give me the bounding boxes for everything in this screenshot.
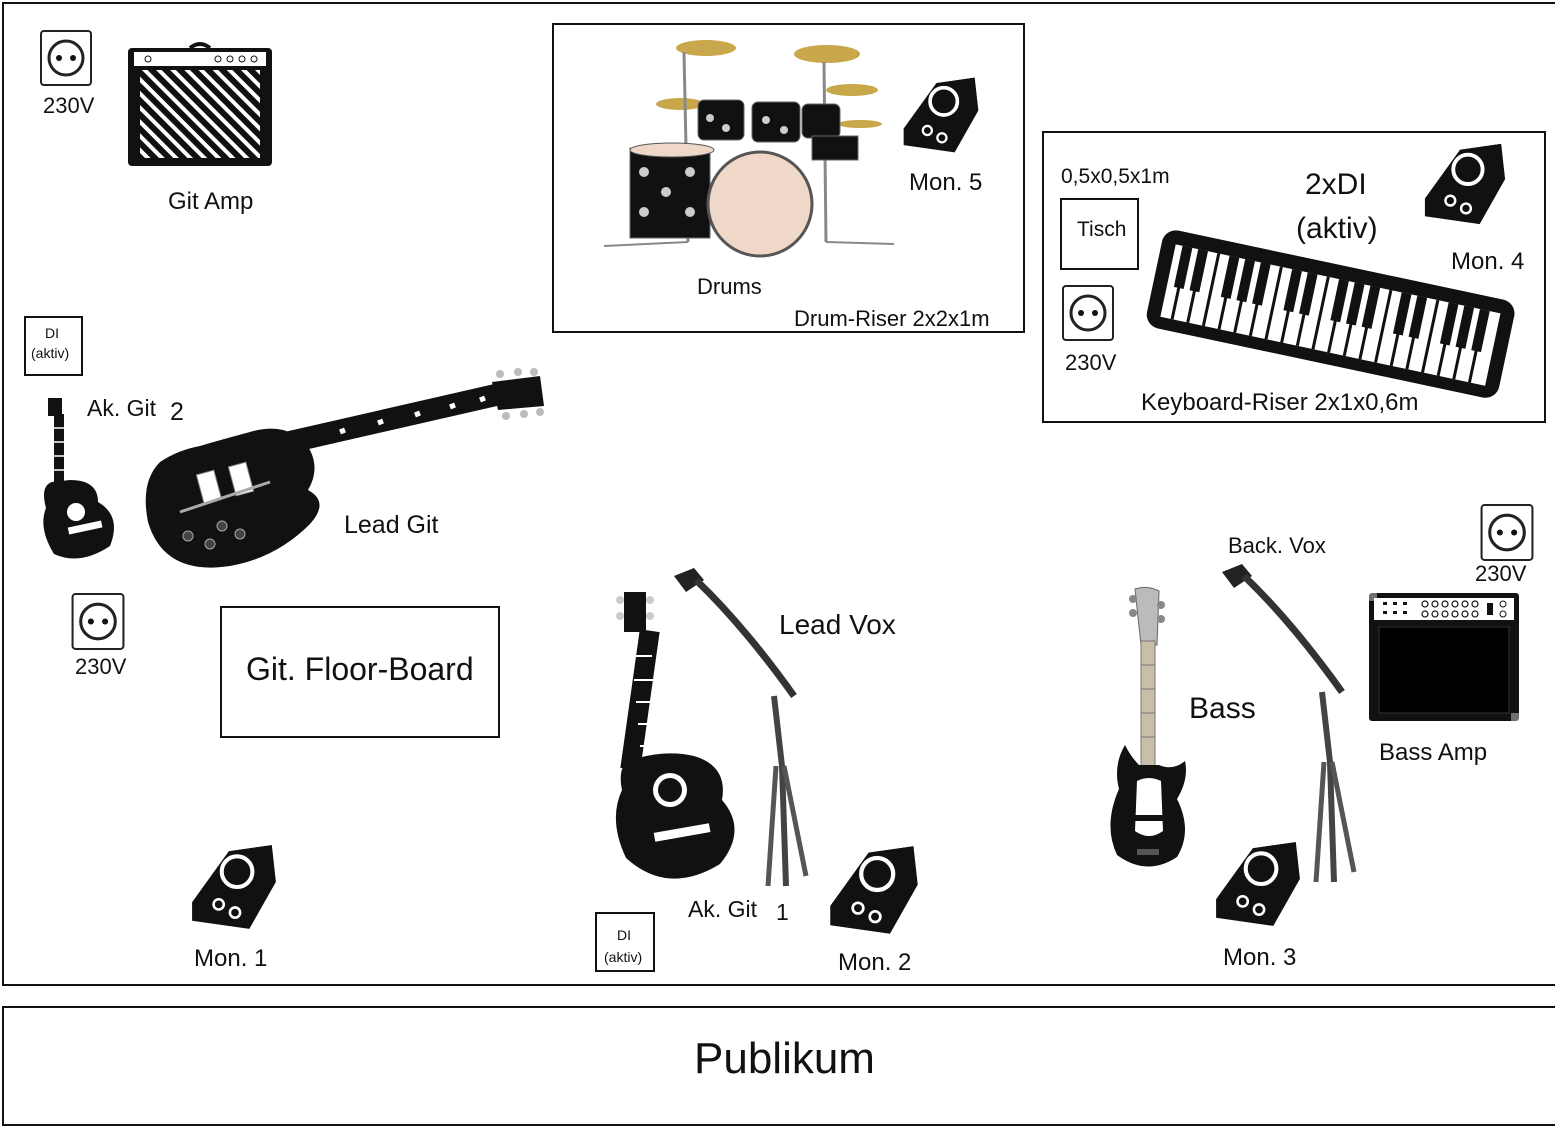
lead-vox-label: Lead Vox	[779, 609, 896, 640]
ak-git-1-label: Ak. Git	[688, 896, 758, 922]
drum-riser-label: Drum-Riser 2x2x1m	[792, 306, 992, 331]
bass-amp-icon	[1369, 593, 1519, 721]
keyboard-icon	[1146, 230, 1515, 398]
table-box	[1060, 198, 1139, 270]
di-center-line1: DI	[617, 927, 631, 943]
monitor-4-label: Mon. 4	[1451, 248, 1525, 275]
bass-amp-label: Bass Amp	[1379, 739, 1488, 766]
git-amp-label: Git Amp	[168, 188, 254, 215]
drums-label: Drums	[697, 274, 762, 299]
lead-git-label: Lead Git	[344, 511, 439, 539]
stage-area	[2, 2, 1555, 986]
monitor-2-icon	[826, 842, 922, 938]
floor-board-label: Git. Floor-Board	[246, 651, 474, 687]
di-left-line2: (aktiv)	[31, 345, 70, 361]
ak-git-2-label: Ak. Git	[87, 395, 157, 421]
git-amp-outlet-label: 230V	[43, 93, 95, 118]
audience-label: Publikum	[694, 1034, 875, 1083]
back-vox-mic-icon	[1212, 562, 1362, 892]
bass-amp-outlet-icon	[1480, 504, 1534, 561]
monitor-4-icon	[1420, 140, 1510, 228]
bass-amp-outlet-label: 230V	[1475, 561, 1527, 586]
table-size-label: 0,5x0,5x1m	[1061, 165, 1170, 188]
bass-guitar-icon	[1110, 586, 1186, 867]
git-amp-icon	[128, 42, 272, 166]
bass-label: Bass	[1189, 692, 1256, 725]
keyboard-di-label-line2: (aktiv)	[1296, 212, 1378, 245]
audience-area	[2, 1006, 1555, 1126]
acoustic-guitar-2-icon	[43, 398, 115, 559]
monitor-3-label: Mon. 3	[1223, 944, 1297, 971]
monitor-5-label: Mon. 5	[909, 169, 983, 196]
monitor-1-label: Mon. 1	[194, 945, 268, 972]
di-box-center	[595, 912, 655, 972]
di-left-line1: DI	[45, 325, 59, 341]
ak-git-1-number: 1	[776, 899, 789, 925]
di-center-line2: (aktiv)	[604, 949, 643, 965]
ak-git-2-number: 2	[170, 398, 184, 426]
monitor-1-icon	[188, 841, 280, 933]
lead-guitar-icon	[145, 368, 544, 568]
keyboard-di-label-line1: 2xDI	[1305, 168, 1367, 201]
table-label: Tisch	[1077, 218, 1127, 241]
floor-board-box	[220, 606, 500, 738]
outlet-left-icon	[71, 593, 125, 650]
monitor-2-label: Mon. 2	[838, 949, 912, 976]
keyboard-outlet-label: 230V	[1065, 350, 1117, 375]
outlet-icon	[40, 30, 92, 86]
keyboard-riser-label: Keyboard-Riser 2x1x0,6m	[1139, 389, 1421, 416]
outlet-left-label: 230V	[75, 654, 127, 679]
acoustic-guitar-1-icon	[615, 592, 735, 879]
drum-kit-icon	[603, 40, 895, 258]
di-box-left	[24, 316, 83, 376]
back-vox-label: Back. Vox	[1228, 533, 1326, 558]
keyboard-outlet-icon	[1062, 285, 1114, 341]
monitor-5-icon	[900, 72, 982, 158]
